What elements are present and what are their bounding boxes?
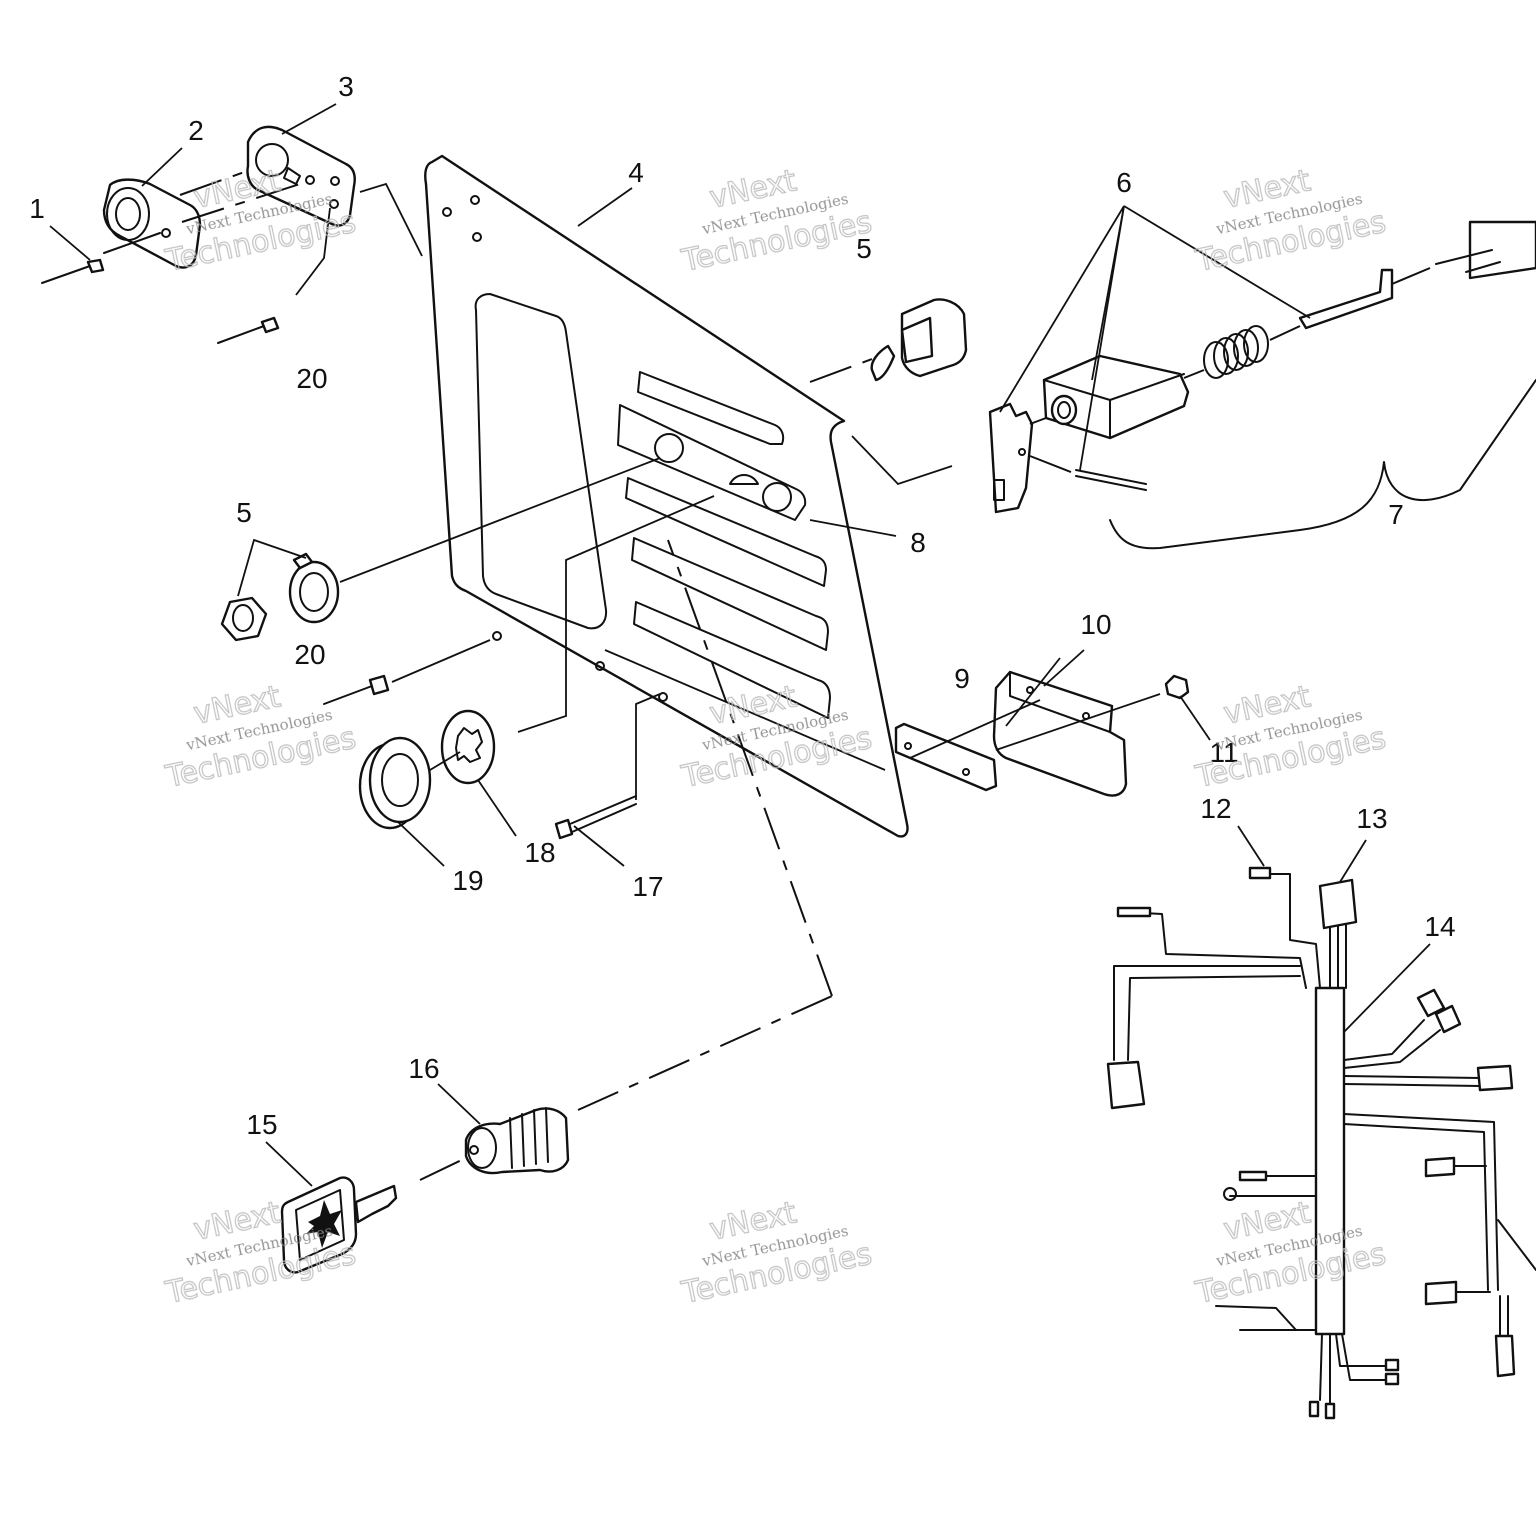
- callout-5-upper: 5: [856, 233, 872, 264]
- callout-9: 9: [954, 663, 970, 694]
- spring: [1203, 325, 1269, 379]
- watermark-4: vNext vNext Technologies Technologies: [162, 679, 360, 796]
- callout-11: 11: [1209, 737, 1238, 768]
- callout-14: 14: [1424, 911, 1455, 942]
- callout-18: 18: [524, 837, 555, 868]
- callout-13: 13: [1356, 803, 1387, 834]
- wiring-harness: [1106, 866, 1536, 1420]
- bracket-assembly: [894, 670, 1190, 797]
- callout-5-lower: 5: [236, 497, 252, 528]
- callout-leaders: [49, 103, 1431, 1187]
- callout-20-upper: 20: [296, 363, 327, 394]
- ignition-switch-and-key: [280, 539, 833, 1274]
- trim-ring-and-washer: [358, 495, 715, 830]
- callout-numbers: 1 2 3 4 5 6 7 8 5 20 20 9 10 11 12 13 14…: [29, 71, 1455, 1140]
- callout-20-lower: 20: [294, 639, 325, 670]
- watermark-8: vNext vNext Technologies Technologies: [678, 1195, 876, 1312]
- callout-17: 17: [632, 871, 663, 902]
- callout-1: 1: [29, 193, 45, 224]
- watermark-6: vNext vNext Technologies Technologies: [1192, 679, 1390, 796]
- watermark-2: vNext vNext Technologies Technologies: [678, 163, 876, 280]
- light-housing-assembly: [41, 125, 423, 344]
- switch-assembly: [851, 205, 1536, 550]
- callout-7: 7: [1388, 499, 1404, 530]
- callout-19: 19: [452, 865, 483, 896]
- watermark-9: vNext vNext Technologies Technologies: [1192, 1195, 1390, 1312]
- callout-4: 4: [628, 157, 644, 188]
- callout-10: 10: [1080, 609, 1111, 640]
- callout-15: 15: [246, 1109, 277, 1140]
- callout-16: 16: [408, 1053, 439, 1084]
- callout-2: 2: [188, 115, 204, 146]
- callout-3: 3: [338, 71, 354, 102]
- callout-12: 12: [1200, 793, 1231, 824]
- screws: [323, 639, 661, 840]
- switch-nut-and-washer: [220, 457, 661, 642]
- dash-panel: [424, 154, 909, 838]
- callout-8: 8: [910, 527, 926, 558]
- watermark-3: vNext vNext Technologies Technologies: [1192, 163, 1390, 280]
- callout-6: 6: [1116, 167, 1132, 198]
- toggle-switch: [809, 298, 968, 383]
